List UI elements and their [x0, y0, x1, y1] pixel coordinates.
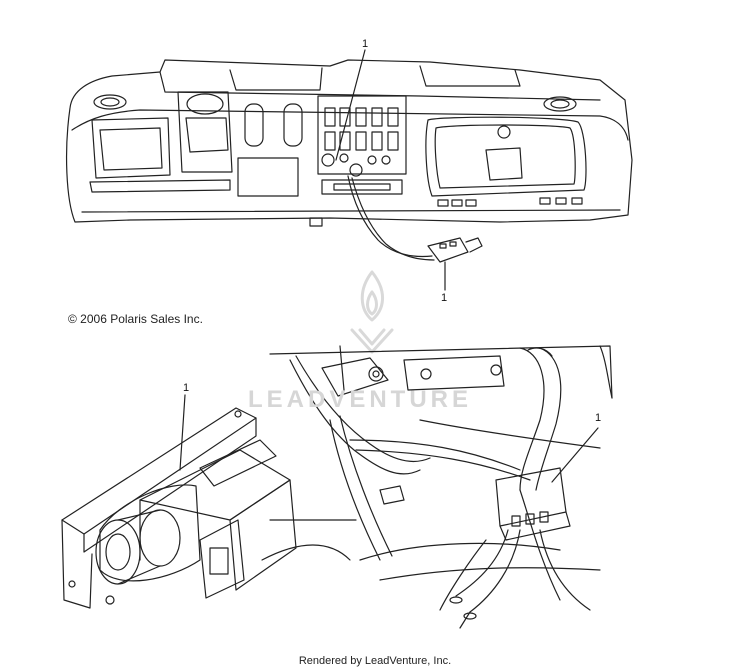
watermark-logo: [350, 270, 394, 354]
callout-relay: 1: [595, 412, 602, 424]
engine-bay-illustration: [261, 345, 613, 629]
callout-winch: 1: [183, 382, 190, 394]
footer-text: Rendered by LeadVenture, Inc.: [298, 655, 452, 667]
copyright-text: © 2006 Polaris Sales Inc.: [68, 312, 203, 326]
callout-remote-switch: 1: [441, 292, 448, 304]
watermark-text: LEADVENTURE: [248, 386, 473, 413]
callout-dash-top: 1: [362, 38, 369, 50]
dashboard-illustration: [65, 49, 633, 291]
winch-illustration: [61, 394, 297, 609]
